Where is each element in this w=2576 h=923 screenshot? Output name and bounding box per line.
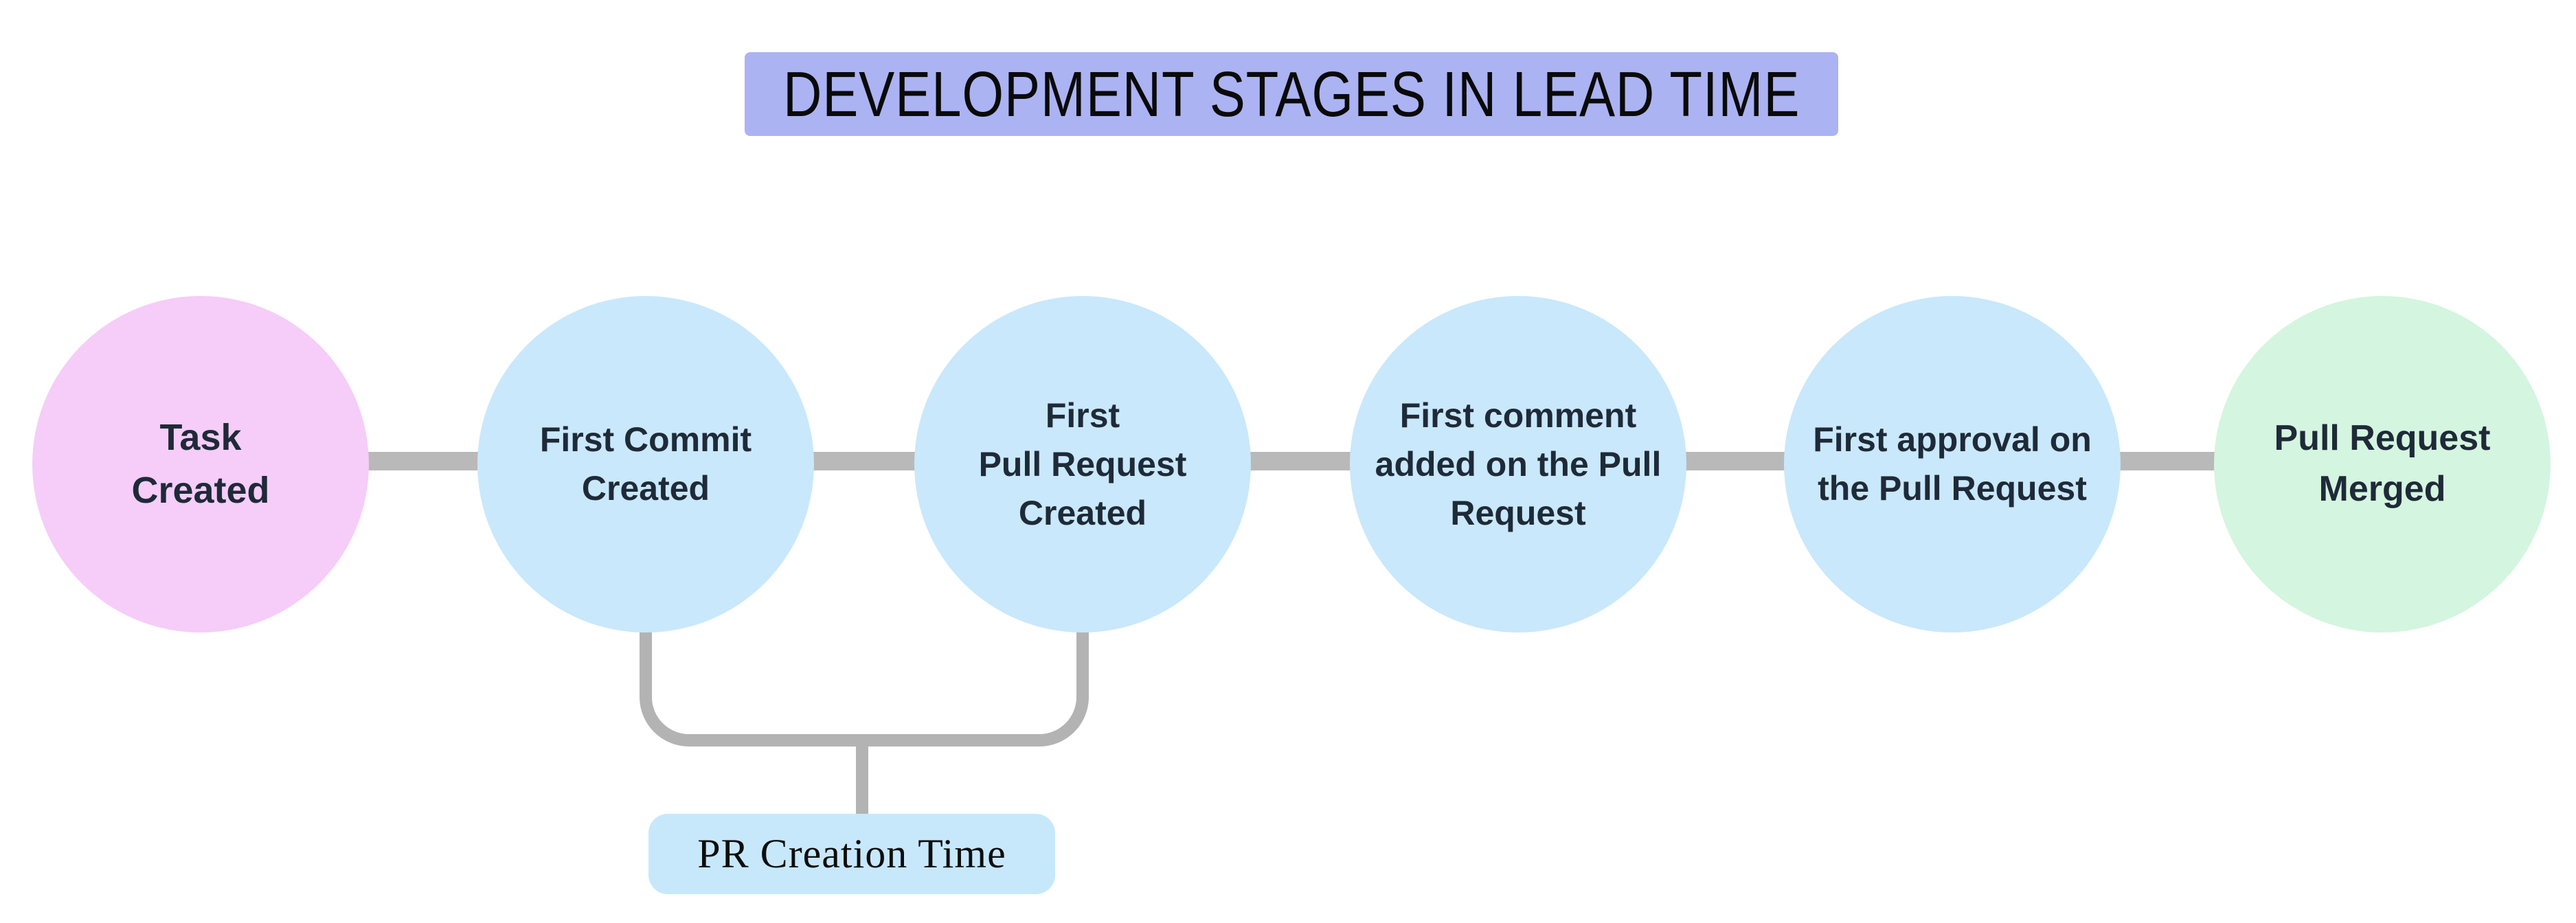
stage-label: First Commit Created	[539, 420, 752, 508]
page-title: DEVELOPMENT STAGES IN LEAD TIME	[782, 58, 1800, 130]
stage-label: First Pull Request Created	[978, 396, 1187, 532]
title-banner: DEVELOPMENT STAGES IN LEAD TIME	[745, 52, 1838, 136]
stage-first-approval: First approval on the Pull Request	[1784, 296, 2121, 633]
stage-label: First comment added on the Pull Request	[1375, 396, 1662, 532]
pr-creation-time-bracket	[640, 591, 1089, 747]
stage-label: Pull Request Merged	[2274, 418, 2491, 509]
pr-creation-time-bracket-stem	[856, 745, 868, 815]
stage-first-comment-added: First comment added on the Pull Request	[1350, 296, 1686, 633]
pr-creation-time-note: PR Creation Time	[648, 814, 1055, 894]
stage-first-pull-request-created: First Pull Request Created	[914, 296, 1251, 633]
stage-task-created: Task Created	[32, 296, 369, 633]
stage-label: Task Created	[131, 417, 270, 511]
stage-pull-request-merged: Pull Request Merged	[2214, 296, 2551, 633]
stage-first-commit-created: First Commit Created	[477, 296, 814, 633]
stage-label: First approval on the Pull Request	[1813, 420, 2092, 508]
pr-creation-time-label: PR Creation Time	[697, 831, 1006, 876]
